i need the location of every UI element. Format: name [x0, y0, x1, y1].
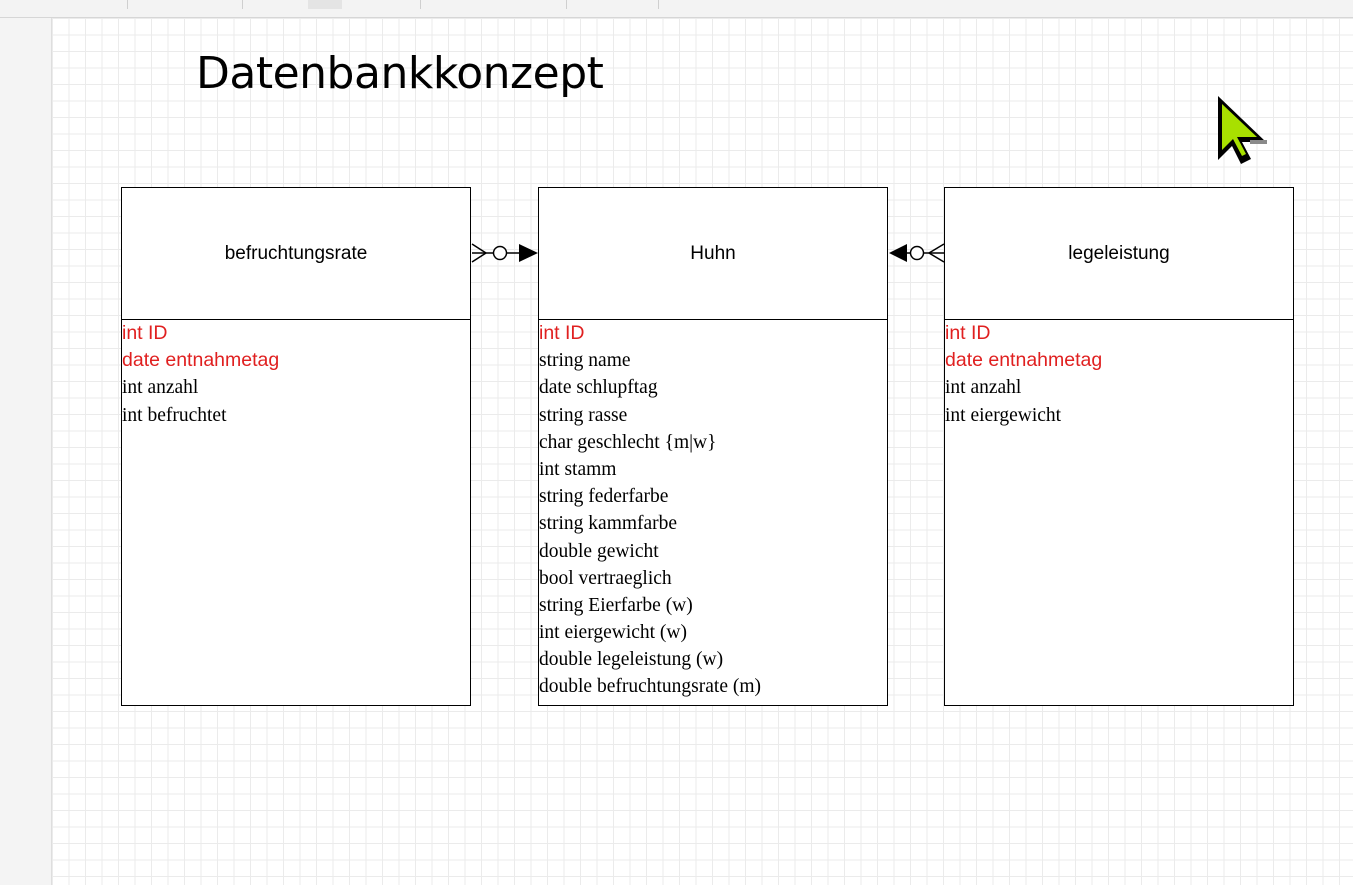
attribute[interactable]: string name [539, 350, 631, 372]
attribute[interactable]: int eiergewicht (w) [539, 622, 688, 644]
entity-name: befruchtungsrate [224, 242, 368, 264]
attribute[interactable]: string Eierfarbe (w) [539, 594, 693, 616]
toolbar-separator [420, 0, 421, 9]
attribute[interactable]: double gewicht [539, 540, 659, 562]
left-panel [0, 18, 52, 885]
attribute-key[interactable]: int ID [539, 322, 585, 344]
attribute[interactable]: int anzahl [122, 377, 199, 399]
attribute-key[interactable]: date entnahmetag [122, 349, 280, 372]
entity-name: Huhn [690, 242, 736, 264]
attribute[interactable]: int befruchtet [122, 404, 227, 426]
entity-name: legeleistung [1068, 242, 1170, 264]
attribute[interactable]: int eiergewicht [945, 404, 1062, 426]
diagram-title[interactable]: Datenbankkonzept [196, 48, 604, 99]
attribute[interactable]: double befruchtungsrate (m) [539, 676, 762, 698]
toolbar-separator [242, 0, 243, 9]
entity-header[interactable]: legeleistung [945, 188, 1293, 320]
attribute[interactable]: int stamm [539, 458, 617, 480]
entity-huhn[interactable]: Huhn int ID string name date schlupftag … [538, 187, 888, 706]
entity-legeleistung[interactable]: legeleistung int ID date entnahmetag int… [944, 187, 1294, 706]
mouse-pointer-icon [1218, 96, 1267, 164]
toolbar-separator [566, 0, 567, 9]
toolbar [0, 0, 1353, 18]
entity-header[interactable]: Huhn [539, 188, 887, 320]
entity-attributes: int ID string name date schlupftag strin… [539, 320, 887, 701]
attribute-key[interactable]: int ID [122, 322, 168, 344]
toolbar-separator [658, 0, 659, 9]
attribute[interactable]: string rasse [539, 404, 628, 426]
entity-attributes: int ID date entnahmetag int anzahl int e… [945, 320, 1293, 429]
attribute[interactable]: double legeleistung (w) [539, 649, 724, 671]
toolbar-separator [127, 0, 128, 9]
attribute[interactable]: string kammfarbe [539, 513, 678, 535]
attribute-key[interactable]: int ID [945, 322, 991, 344]
toolbar-button[interactable] [308, 0, 342, 9]
attribute[interactable]: string federfarbe [539, 486, 669, 508]
attribute[interactable]: date schlupftag [539, 377, 658, 399]
attribute[interactable]: int anzahl [945, 377, 1022, 399]
entity-befruchtungsrate[interactable]: befruchtungsrate int ID date entnahmetag… [121, 187, 471, 706]
entity-header[interactable]: befruchtungsrate [122, 188, 470, 320]
attribute[interactable]: char geschlecht {m|w} [539, 431, 717, 453]
entity-attributes: int ID date entnahmetag int anzahl int b… [122, 320, 470, 429]
attribute[interactable]: bool vertraeglich [539, 567, 672, 589]
attribute-key[interactable]: date entnahmetag [945, 349, 1103, 372]
